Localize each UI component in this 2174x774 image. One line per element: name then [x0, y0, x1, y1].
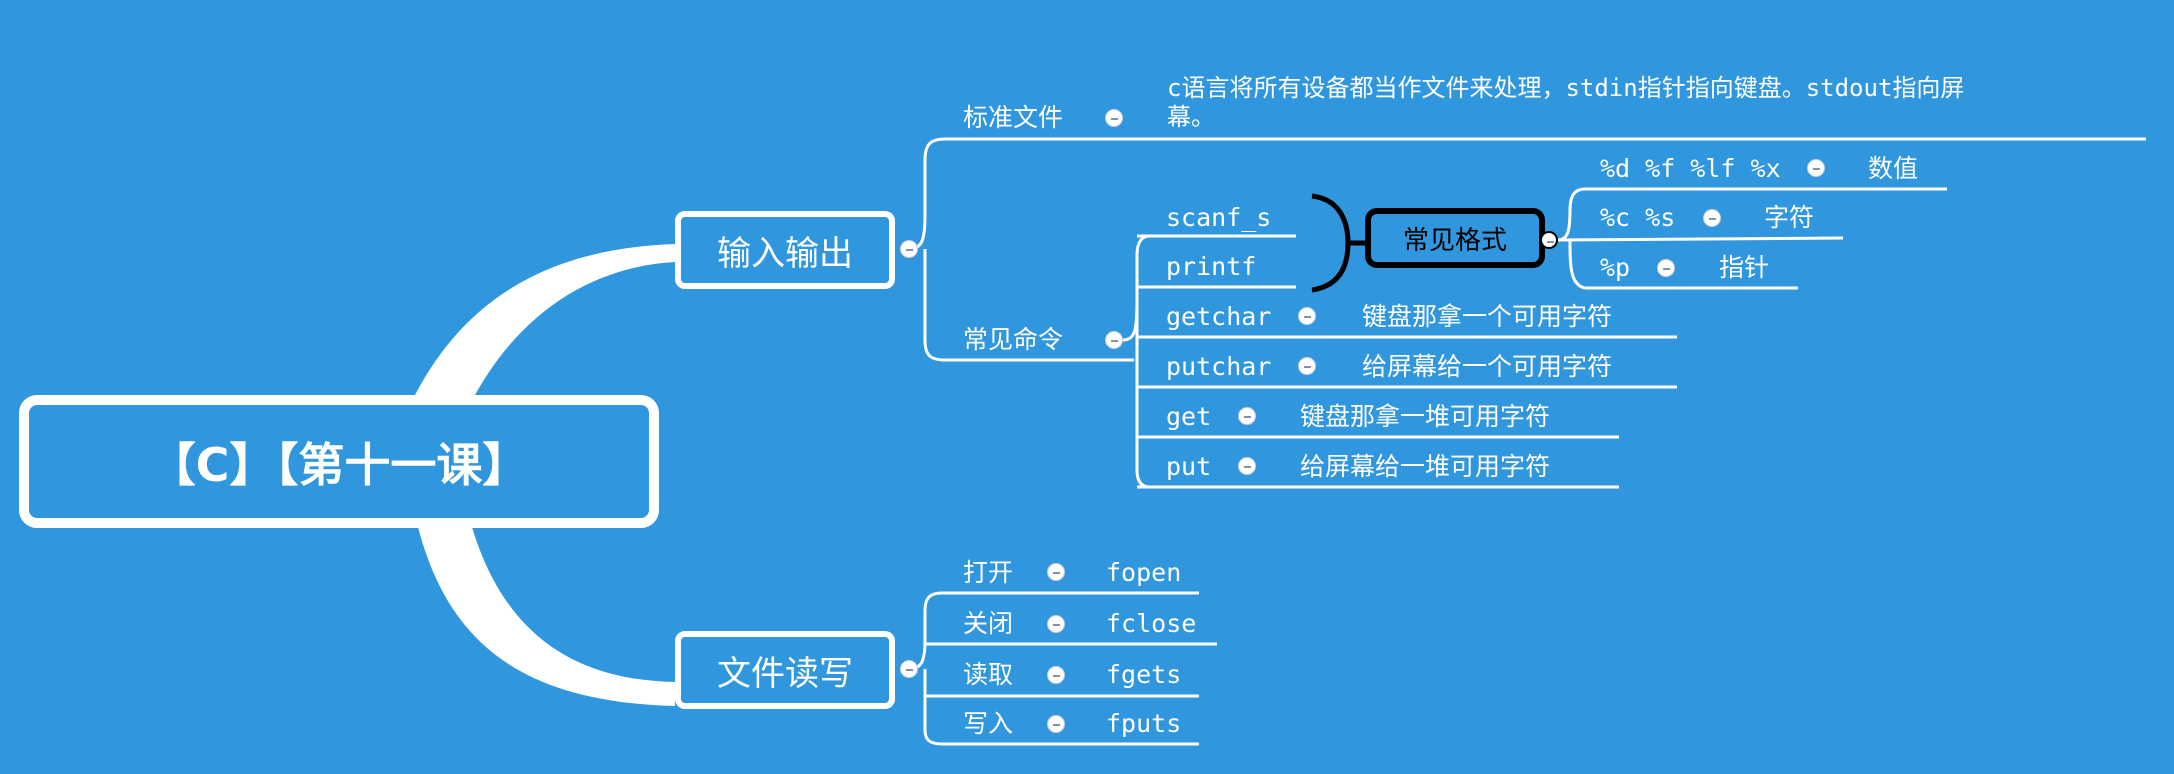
formats-label: 常见格式: [1402, 225, 1507, 256]
standard-file-desc-1: c语言将所有设备都当作文件来处理，stdin指针指向键盘。stdout指向屏: [1167, 74, 1965, 102]
file-open-label[interactable]: 打开: [963, 558, 1014, 587]
fmt-value-3[interactable]: 指针: [1719, 253, 1770, 282]
file-write-label[interactable]: 写入: [963, 709, 1014, 738]
collapse-formats-icon[interactable]: [1540, 231, 1558, 249]
cmd-putchar[interactable]: putchar: [1166, 352, 1272, 381]
collapse-standard-file-icon[interactable]: [1105, 109, 1123, 127]
commands-label[interactable]: 常见命令: [963, 325, 1064, 354]
topic-file-label: 文件读写: [717, 653, 853, 694]
topic-file[interactable]: 文件读写: [675, 631, 895, 709]
collapse-open-icon[interactable]: [1047, 563, 1065, 581]
fmt-value-2[interactable]: 字符: [1764, 203, 1815, 232]
bracket-formats: [1557, 187, 1844, 290]
central-topic[interactable]: 【C】【第十一课】: [19, 395, 659, 528]
branch-curve-io: [415, 244, 675, 395]
collapse-fmt-3-icon[interactable]: [1657, 259, 1675, 277]
file-close-label[interactable]: 关闭: [963, 609, 1014, 638]
cmd-get[interactable]: get: [1166, 402, 1212, 431]
file-read-func[interactable]: fgets: [1106, 660, 1182, 689]
cmd-getchar[interactable]: getchar: [1166, 302, 1272, 331]
standard-file-label[interactable]: 标准文件: [963, 103, 1064, 132]
collapse-get-icon[interactable]: [1238, 407, 1256, 425]
collapse-io-icon[interactable]: [900, 240, 918, 258]
fmt-value-1[interactable]: 数值: [1868, 154, 1919, 183]
cmd-scanf[interactable]: scanf_s: [1166, 203, 1272, 232]
collapse-write-icon[interactable]: [1047, 715, 1065, 733]
bracket-file: [908, 591, 943, 746]
collapse-put-icon[interactable]: [1238, 457, 1256, 475]
standard-file-desc-2: 幕。: [1167, 103, 1215, 131]
cmd-put[interactable]: put: [1166, 452, 1212, 481]
collapse-putchar-icon[interactable]: [1298, 357, 1316, 375]
branch-curve-file: [418, 527, 675, 706]
topic-io-label: 输入输出: [717, 233, 853, 274]
collapse-read-icon[interactable]: [1047, 666, 1065, 684]
fmt-key-3[interactable]: %p: [1600, 253, 1631, 282]
bracket-io: [908, 137, 946, 362]
collapse-file-icon[interactable]: [900, 660, 918, 678]
collapse-fmt-2-icon[interactable]: [1703, 209, 1721, 227]
formats-bracket-big: [1311, 193, 1365, 293]
file-read-label[interactable]: 读取: [963, 660, 1014, 689]
fmt-key-1[interactable]: %d %f %lf %x: [1600, 154, 1781, 183]
cmd-put-desc[interactable]: 给屏幕给一堆可用字符: [1300, 452, 1551, 481]
fmt-key-2[interactable]: %c %s: [1600, 203, 1676, 232]
collapse-getchar-icon[interactable]: [1298, 307, 1316, 325]
file-write-func[interactable]: fputs: [1106, 709, 1182, 738]
file-open-func[interactable]: fopen: [1106, 558, 1182, 587]
collapse-commands-icon[interactable]: [1105, 331, 1123, 349]
formats-node[interactable]: 常见格式: [1365, 208, 1545, 268]
file-close-func[interactable]: fclose: [1106, 609, 1197, 638]
central-topic-label: 【C】【第十一课】: [149, 437, 529, 492]
cmd-getchar-desc[interactable]: 键盘那拿一个可用字符: [1362, 302, 1613, 331]
collapse-close-icon[interactable]: [1047, 615, 1065, 633]
topic-io[interactable]: 输入输出: [675, 211, 895, 289]
cmd-putchar-desc[interactable]: 给屏幕给一个可用字符: [1362, 352, 1613, 381]
cmd-printf[interactable]: printf: [1166, 252, 1257, 281]
cmd-get-desc[interactable]: 键盘那拿一堆可用字符: [1300, 402, 1551, 431]
collapse-fmt-1-icon[interactable]: [1807, 159, 1825, 177]
